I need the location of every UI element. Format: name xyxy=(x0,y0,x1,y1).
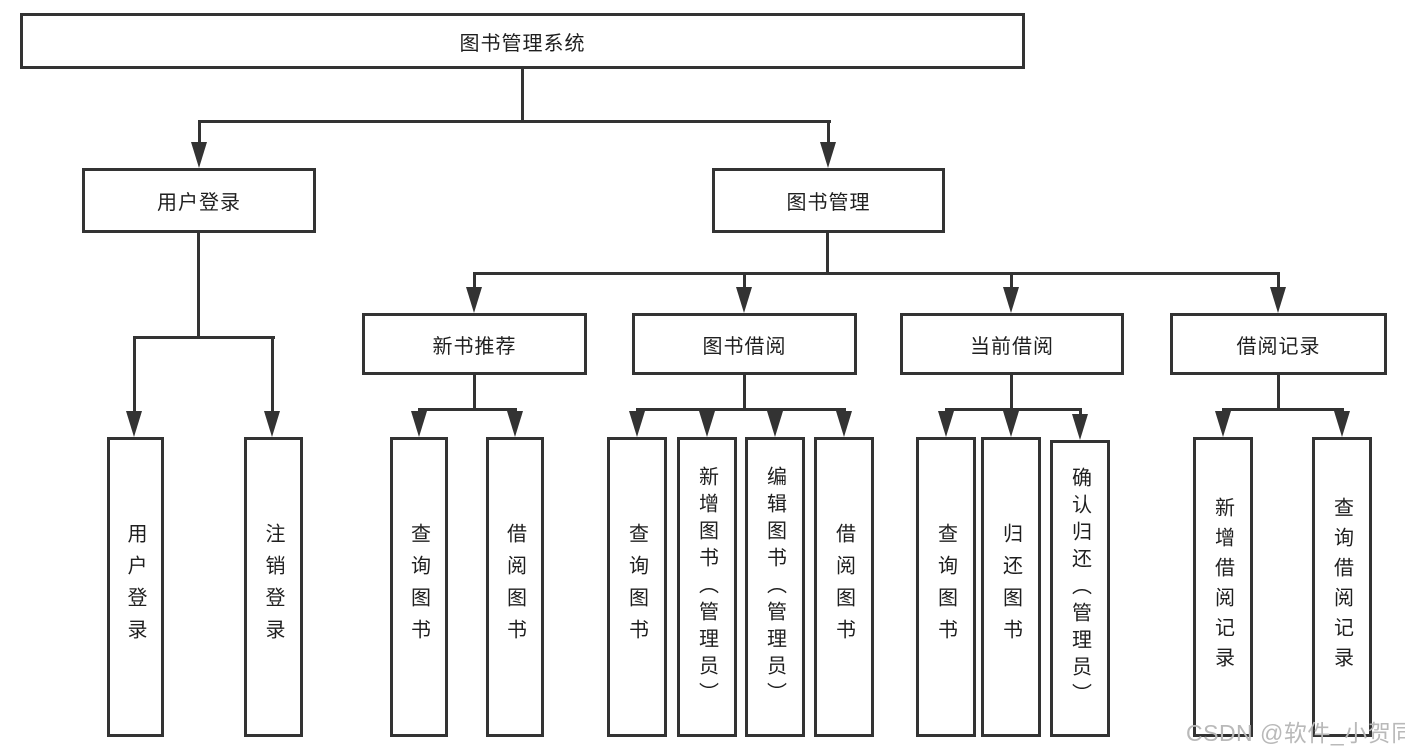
leaf-bb-query-book-label: 查询图书 xyxy=(625,523,648,651)
connector-current-borrow-stem xyxy=(1010,272,1013,289)
leaf-br-query-record-label: 查询借阅记录 xyxy=(1330,497,1353,677)
leaf-rec-borrow-book: 借阅图书 xyxy=(486,437,544,737)
node-root-label: 图书管理系统 xyxy=(459,32,586,55)
leaf-rec-query-book-label: 查询图书 xyxy=(407,523,430,651)
arrow-cb-query-icon xyxy=(938,411,954,437)
leaf-cb-confirm-return-label: 确认归还（管理员） xyxy=(1068,467,1091,710)
connector-rec-bar xyxy=(418,408,517,411)
node-borrow-record-label: 借阅记录 xyxy=(1236,335,1321,358)
connector-book-mgmt-stem xyxy=(827,120,830,146)
connector-bb-bar xyxy=(636,408,846,411)
node-book-mgmt: 图书管理 xyxy=(712,168,945,233)
connector-user-login-stem xyxy=(198,120,201,146)
leaf-cb-confirm-return: 确认归还（管理员） xyxy=(1050,440,1110,737)
leaf-cb-query-book-label: 查询图书 xyxy=(934,523,957,651)
leaf-rec-borrow-book-label: 借阅图书 xyxy=(503,523,526,651)
connector-user-login-bar xyxy=(133,336,275,339)
arrow-bb-edit-icon xyxy=(767,411,783,437)
connector-br-down xyxy=(1277,375,1280,408)
leaf-bb-add-book-label: 新增图书（管理员） xyxy=(695,465,718,709)
leaf-bb-borrow-book-label: 借阅图书 xyxy=(832,523,855,651)
node-borrow-record: 借阅记录 xyxy=(1170,313,1387,375)
connector-logout-leaf-stem xyxy=(271,336,274,413)
csdn-watermark: CSDN @软件_小贺同学 xyxy=(1186,720,1405,746)
leaf-bb-edit-book: 编辑图书（管理员） xyxy=(745,437,805,737)
connector-rec-down xyxy=(473,375,476,408)
leaf-br-add-record: 新增借阅记录 xyxy=(1193,437,1253,737)
arrow-br-query-icon xyxy=(1334,411,1350,437)
arrow-login-leaf-icon xyxy=(126,411,142,437)
leaf-cb-return-book: 归还图书 xyxy=(981,437,1041,737)
connector-borrow-record-stem xyxy=(1277,272,1280,289)
node-book-borrow-label: 图书借阅 xyxy=(702,335,787,358)
arrow-cb-return-icon xyxy=(1003,411,1019,437)
leaf-bb-query-book: 查询图书 xyxy=(607,437,667,737)
arrow-user-login-icon xyxy=(191,142,207,168)
leaf-bb-borrow-book: 借阅图书 xyxy=(814,437,874,737)
node-book-borrow: 图书借阅 xyxy=(632,313,857,375)
leaf-logout: 注销登录 xyxy=(244,437,303,737)
leaf-login-label: 用户登录 xyxy=(124,523,146,651)
connector-book-mgmt-down xyxy=(826,233,829,272)
arrow-rec-query-icon xyxy=(411,411,427,437)
arrow-cb-confirm-icon xyxy=(1072,414,1088,440)
connector-book-borrow-stem xyxy=(743,272,746,289)
node-user-login-label: 用户登录 xyxy=(157,192,241,214)
connector-new-book-rec-stem xyxy=(473,272,476,289)
node-user-login: 用户登录 xyxy=(82,168,316,233)
leaf-login: 用户登录 xyxy=(107,437,164,737)
arrow-bb-query-icon xyxy=(629,411,645,437)
node-root: 图书管理系统 xyxy=(20,13,1025,69)
arrow-current-borrow-icon xyxy=(1003,287,1019,313)
leaf-br-add-record-label: 新增借阅记录 xyxy=(1211,497,1234,677)
leaf-cb-return-book-label: 归还图书 xyxy=(999,523,1022,651)
arrow-borrow-record-icon xyxy=(1270,287,1286,313)
leaf-cb-query-book: 查询图书 xyxy=(916,437,976,737)
node-new-book-rec-label: 新书推荐 xyxy=(432,335,517,358)
connector-level3-bar xyxy=(473,272,1280,275)
arrow-book-mgmt-icon xyxy=(820,142,836,168)
node-current-borrow-label: 当前借阅 xyxy=(970,335,1054,358)
connector-level2-bar xyxy=(198,120,831,123)
connector-user-login-down xyxy=(197,233,200,336)
node-book-mgmt-label: 图书管理 xyxy=(786,192,871,214)
connector-cb-bar xyxy=(945,408,1082,411)
connector-bb-down xyxy=(743,375,746,408)
arrow-bb-add-icon xyxy=(699,411,715,437)
arrow-book-borrow-icon xyxy=(736,287,752,313)
leaf-rec-query-book: 查询图书 xyxy=(390,437,448,737)
node-new-book-rec: 新书推荐 xyxy=(362,313,587,375)
arrow-logout-leaf-icon xyxy=(264,411,280,437)
leaf-br-query-record: 查询借阅记录 xyxy=(1312,437,1372,737)
connector-root-stem xyxy=(521,69,524,120)
node-current-borrow: 当前借阅 xyxy=(900,313,1124,375)
leaf-bb-add-book: 新增图书（管理员） xyxy=(677,437,737,737)
connector-login-leaf-stem xyxy=(133,336,136,413)
leaf-logout-label: 注销登录 xyxy=(262,523,284,651)
arrow-rec-borrow-icon xyxy=(507,411,523,437)
connector-cb-confirm-stem xyxy=(1079,408,1082,417)
connector-br-bar xyxy=(1222,408,1344,411)
arrow-bb-borrow-icon xyxy=(836,411,852,437)
arrow-br-add-icon xyxy=(1215,411,1231,437)
arrow-new-book-rec-icon xyxy=(466,287,482,313)
leaf-bb-edit-book-label: 编辑图书（管理员） xyxy=(763,465,786,709)
connector-cb-down xyxy=(1010,375,1013,408)
